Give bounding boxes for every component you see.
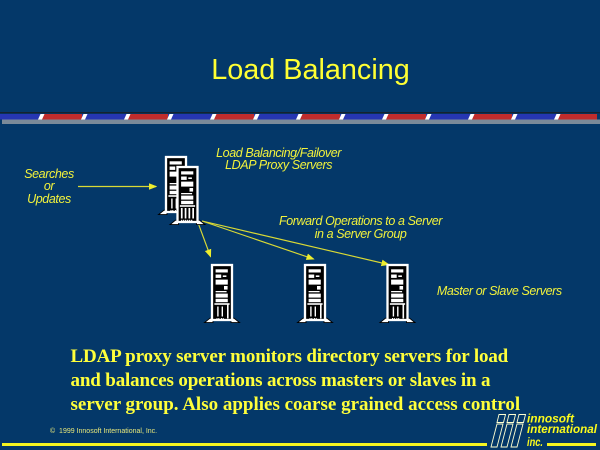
svg-text:inc.: inc. xyxy=(527,437,543,449)
svg-text:international: international xyxy=(527,424,598,436)
svg-text:innosoft: innosoft xyxy=(527,414,575,426)
